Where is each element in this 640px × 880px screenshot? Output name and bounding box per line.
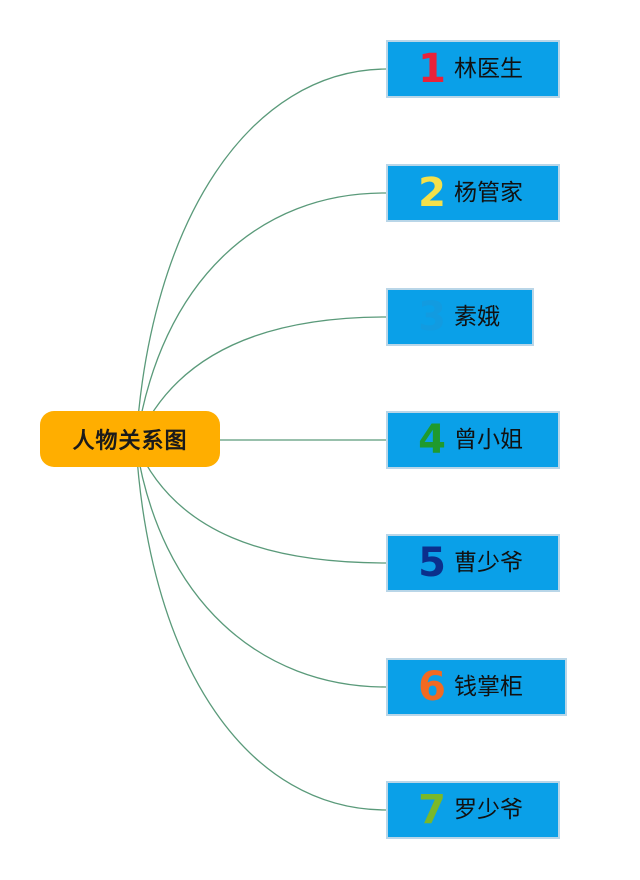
node-label-2: 杨管家 [454,179,523,206]
character-node-2: 2 杨管家 [386,164,560,222]
node-label-7: 罗少爷 [454,796,523,823]
root-node: 人物关系图 [40,411,220,467]
connector-7 [135,443,387,811]
connector-6 [135,443,387,688]
root-label: 人物关系图 [72,429,188,454]
connector-5 [135,443,387,564]
character-node-7: 7 罗少爷 [386,781,560,839]
node-label-6: 钱掌柜 [454,673,523,700]
node-number-5: 5 [418,540,446,586]
node-number-6: 6 [418,664,446,710]
character-node-1: 1 林医生 [386,40,560,98]
connector-1 [135,68,387,445]
node-number-1: 1 [418,46,446,92]
node-number-3: 3 [418,294,446,340]
node-number-7: 7 [418,787,446,833]
character-node-4: 4 曾小姐 [386,411,560,469]
connector-3 [135,316,387,445]
node-number-2: 2 [418,170,446,216]
node-label-4: 曾小姐 [454,426,523,453]
connector-2 [135,192,387,445]
character-node-5: 5 曹少爷 [386,534,560,592]
node-label-3: 素娥 [454,303,500,330]
character-node-3: 3 素娥 [386,288,534,346]
node-label-1: 林医生 [454,55,523,82]
character-node-6: 6 钱掌柜 [386,658,567,716]
node-number-4: 4 [418,417,446,463]
node-label-5: 曹少爷 [454,549,523,576]
